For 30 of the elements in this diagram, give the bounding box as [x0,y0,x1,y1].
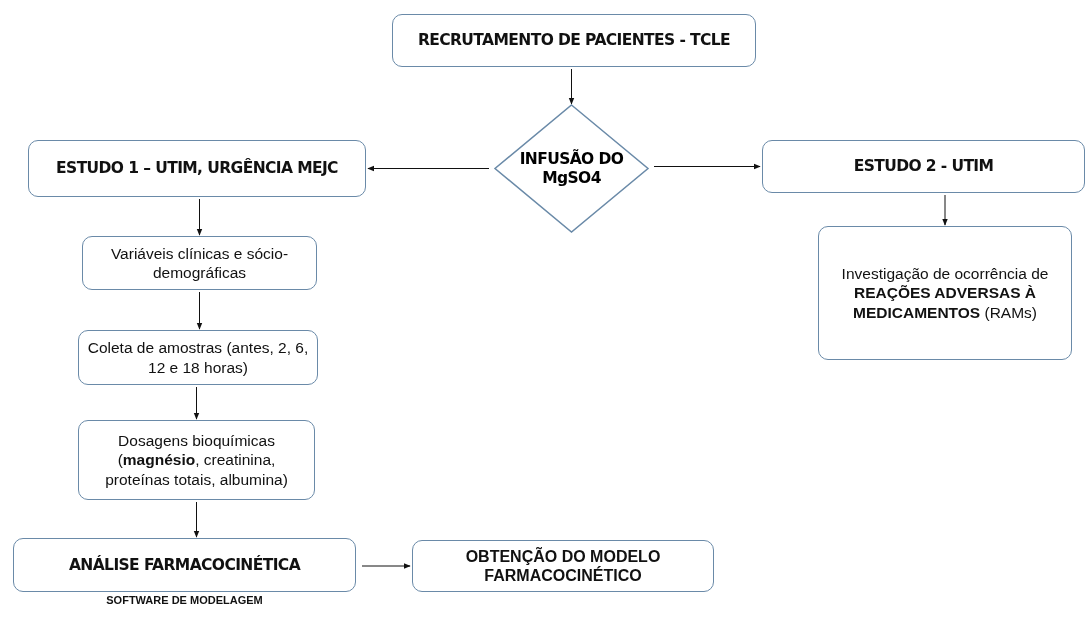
node-text: ESTUDO 2 - UTIM [853,157,994,176]
process-box [818,226,1072,360]
process-box [392,14,756,67]
node-text: Coleta de amostras (antes, 2, 6, 12 e 18 horas) [86,338,310,377]
node-text: Investigação de ocorrência de REAÇÕES ADVERSAS À MEDICAMENTOS (RAMs) [840,263,1050,323]
arrow [942,194,948,226]
arrow [196,291,203,330]
arrow [568,68,575,105]
arrow [361,563,411,569]
node-text: Variáveis clínicas e sócio-demográficas [109,243,290,283]
decision-diamond [495,105,648,232]
node-text: Dosagens bioquímicas (magnésio, creatinina, proteínas totais, albumina) [104,430,289,490]
process-box [762,140,1085,193]
arrow [653,163,761,170]
process-box [13,538,356,592]
arrow [193,386,200,420]
node-text: OBTENÇÃO DO MODELO FARMACOCINÉTICO [464,546,662,586]
process-box [412,540,714,592]
node-text: RECRUTAMENTO DE PACIENTES - TCLE [417,31,731,50]
process-box [82,236,317,290]
node-text: ANÁLISE FARMACOCINÉTICA [68,555,301,575]
arrow [193,501,200,538]
node-caption: SOFTWARE DE MODELAGEM [105,594,264,606]
process-box [28,140,366,197]
process-box [78,420,315,500]
arrow [367,165,490,172]
process-box [78,330,318,385]
arrow [196,198,203,236]
node-text: ESTUDO 1 – UTIM, URGÊNCIA MEJC [56,159,338,178]
node-text: INFUSÃO DO MgSO4 [518,149,625,188]
